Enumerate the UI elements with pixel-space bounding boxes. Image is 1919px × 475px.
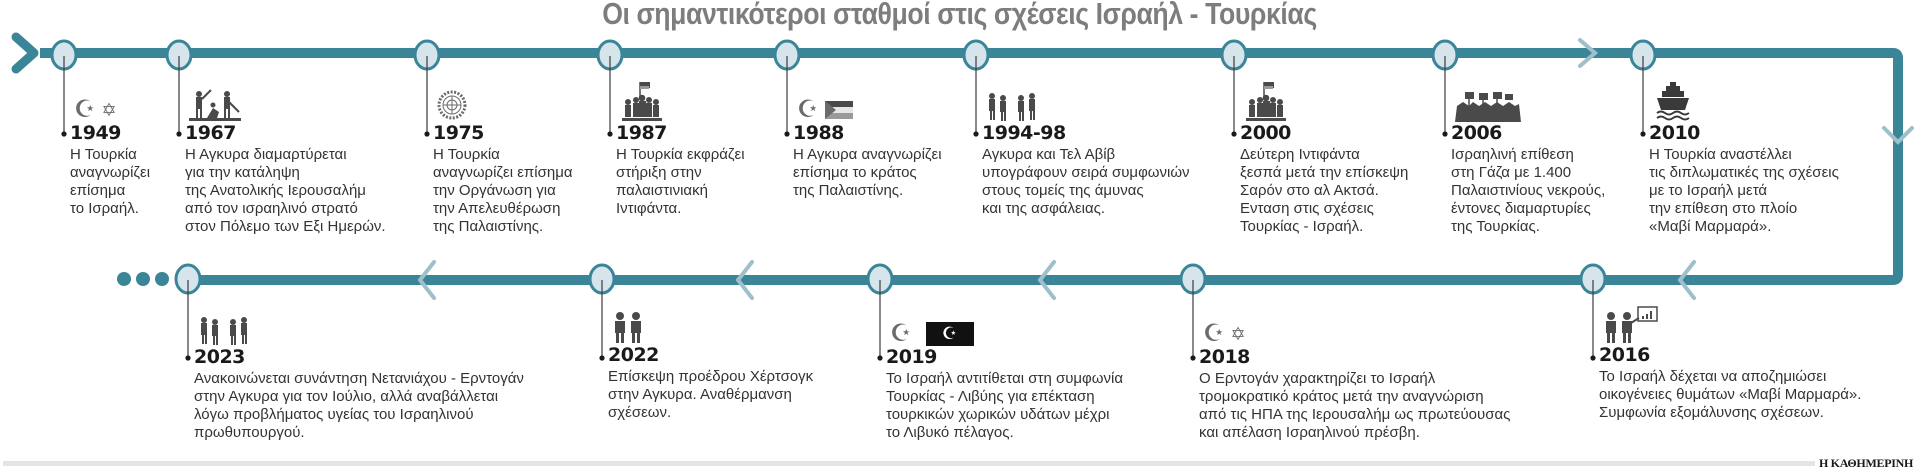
timeline-event-2018: ☪✡ 2018 Ο Ερντογάν χαρακτηρίζει το Ισραή… [1191, 312, 1510, 442]
event-year: 1975 [433, 122, 484, 144]
uprising-crowd-flag-icon [620, 80, 745, 122]
event-description: Η Τουρκία εκφράζει στήριξη στην παλαιστι… [616, 146, 745, 217]
start-chevron-icon [11, 32, 39, 74]
protest-crowd-icon [1455, 88, 1605, 122]
presentation-meeting-icon [1603, 304, 1861, 344]
event-year: 2018 [1199, 346, 1250, 368]
ellipsis-dot-icon [117, 272, 131, 286]
event-description: Η Τουρκία αναγνωρίζει επίσημα την Οργάνω… [433, 146, 573, 235]
arrow-left-icon [417, 260, 436, 300]
arrow-left-icon [1677, 260, 1696, 300]
timeline-event-2022: 2022 Επίσκεψη προέδρου Χέρτσογκ στην Αγκ… [600, 304, 813, 422]
event-year: 1988 [793, 122, 844, 144]
event-year: 2000 [1240, 122, 1291, 144]
timeline-event-2000: 2000 Δεύτερη Ιντιφάντα ξεσπά μετά την επ… [1232, 80, 1408, 236]
two-people-meeting-icon [612, 304, 813, 344]
event-description: Το Ισραήλ αντιτίθεται στη συμφωνία Τουρκ… [886, 370, 1124, 441]
timeline-event-1987: 1987 Η Τουρκία εκφράζει στήριξη στην παλ… [608, 80, 745, 218]
turkey-libya-flags-icon: ☪ ☪ [890, 312, 1123, 346]
page-title: Οι σημαντικότεροι σταθμοί στις σχέσεις Ι… [602, 0, 1317, 31]
timeline-event-1949: ☪✡ 1949 Η Τουρκία αναγνωρίζει επίσημα το… [62, 88, 150, 218]
event-year: 2016 [1599, 344, 1650, 366]
timeline-event-2019: ☪ ☪ 2019 Το Ισραήλ αντιτίθεται στη συμφω… [878, 312, 1123, 442]
timeline-event-1988: ☪ 1988 Η Αγκυρα αναγνωρίζει επίσημα το κ… [785, 88, 942, 200]
arrow-down-icon [1882, 126, 1914, 145]
event-year: 1987 [616, 122, 667, 144]
turkey-palestine-flags-icon: ☪ [797, 88, 942, 122]
arrow-right-icon [1578, 38, 1599, 68]
event-description: Ο Ερντογάν χαρακτηρίζει το Ισραήλ τρομοκ… [1199, 370, 1511, 441]
timeline-event-2006: 2006 Ισραηλινή επίθεση στη Γάζα με 1.400… [1443, 88, 1605, 236]
event-description: Το Ισραήλ δέχεται να αποζημιώσει οικογέν… [1599, 368, 1862, 421]
event-description: Ισραηλινή επίθεση στη Γάζα με 1.400 Παλα… [1451, 146, 1606, 235]
timeline-event-1975: 1975 Η Τουρκία αναγνωρίζει επίσημα την Ο… [425, 88, 573, 236]
arrow-left-icon [735, 260, 754, 300]
timeline-event-2016: 2016 Το Ισραήλ δέχεται να αποζημιώσει οι… [1591, 304, 1861, 422]
ship-icon [1653, 80, 1839, 122]
event-year: 1994-98 [982, 122, 1066, 144]
event-description: Η Αγκυρα αναγνωρίζει επίσημα το κράτος τ… [793, 146, 942, 199]
event-year: 2019 [886, 346, 937, 368]
event-description: Αγκυρα και Τελ Αβίβ υπογράφουν σειρά συμ… [982, 146, 1190, 217]
war-soldiers-icon [189, 88, 386, 122]
arrow-left-icon [1037, 260, 1056, 300]
footer-divider [3, 461, 1815, 466]
event-year: 1967 [185, 122, 236, 144]
event-description: Δεύτερη Ιντιφάντα ξεσπά μετά την επίσκεψ… [1240, 146, 1409, 235]
libya-flag-icon: ☪ [925, 322, 974, 346]
timeline-event-2023: 2023 Ανακοινώνεται συνάντηση Νετανιάχου … [186, 312, 524, 442]
uprising-crowd-flag-icon [1244, 80, 1408, 122]
event-year: 2023 [194, 346, 245, 368]
event-year: 1949 [70, 122, 121, 144]
event-description: Επίσκεψη προέδρου Χέρτσογκ στην Αγκυρα. … [608, 368, 814, 421]
event-year: 2006 [1451, 122, 1502, 144]
publisher-logo: Η ΚΑΘΗΜΕΡΙΝΗ [1818, 456, 1913, 470]
businessmen-agreement-icon [986, 88, 1190, 122]
timeline-event-1967: 1967 Η Αγκυρα διαμαρτύρεται για την κατά… [177, 88, 386, 236]
turkey-israel-symbols-icon: ☪✡ [74, 96, 117, 123]
businessmen-agreement-icon [198, 312, 524, 346]
event-description: Η Τουρκία αναγνωρίζει επίσημα το Ισραήλ. [70, 146, 151, 217]
turkey-israel-symbols-icon: ☪✡ [1203, 320, 1246, 347]
un-emblem-icon [437, 88, 573, 122]
event-description: Η Αγκυρα διαμαρτύρεται για την κατάληψη … [185, 146, 386, 235]
ellipsis-dot-icon [136, 272, 150, 286]
timeline-event-2010: 2010 Η Τουρκία αναστέλλει τις διπλωματικ… [1641, 80, 1839, 236]
event-description: Η Τουρκία αναστέλλει τις διπλωματικές τη… [1649, 146, 1839, 235]
event-year: 2010 [1649, 122, 1700, 144]
timeline-event-1994-98: 1994-98 Αγκυρα και Τελ Αβίβ υπογράφουν σ… [974, 88, 1190, 218]
event-year: 2022 [608, 344, 659, 366]
ellipsis-dot-icon [155, 272, 169, 286]
event-description: Ανακοινώνεται συνάντηση Νετανιάχου - Ερν… [194, 370, 524, 441]
